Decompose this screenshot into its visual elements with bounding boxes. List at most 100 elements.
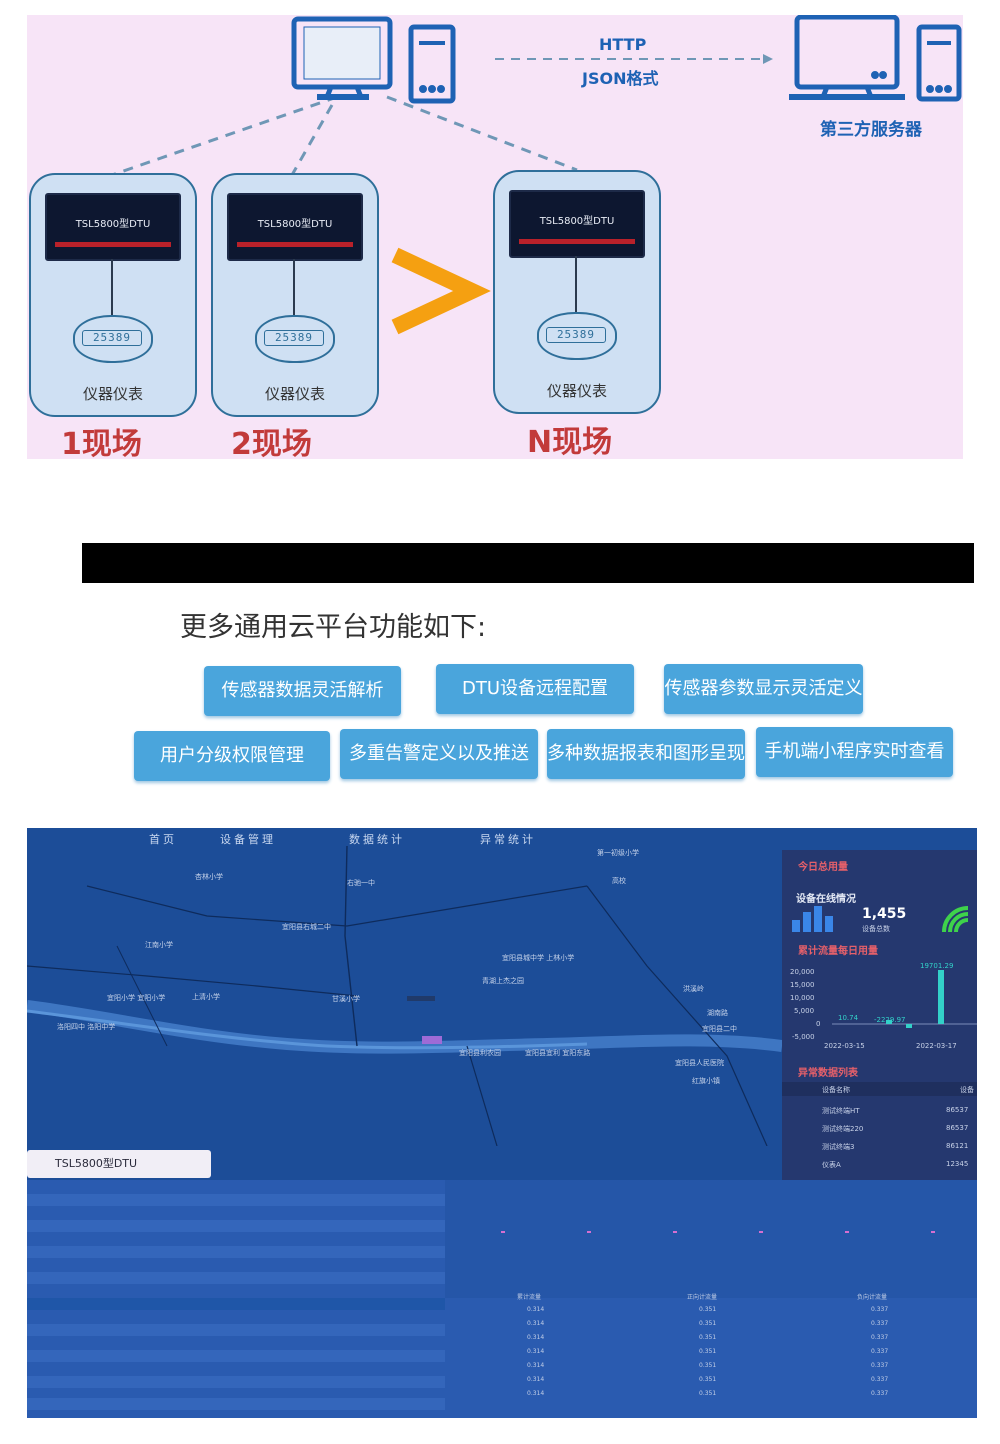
table-cell: 0.351 [699,1320,717,1327]
col-header: 负向计流量 [857,1294,888,1301]
dtu-device: TSL5800型DTU [45,193,181,261]
abnormal-list-title: 异常数据列表 [798,1068,858,1079]
col-header: 正向计流量 [687,1294,718,1301]
local-server-icon [408,24,456,104]
table-cell: 0.337 [871,1376,889,1383]
dtu-label: TSL5800型DTU [539,216,615,227]
table-cell: 86537 [946,1106,969,1114]
map-label: 宜阳小学 宜阳小学 [107,994,166,1002]
third-party-computer-icon [789,15,905,100]
map-label: 江南小学 [145,941,173,949]
table-cell: 0.314 [527,1320,545,1327]
redaction-bar [82,543,974,583]
date-start: 2022-03-15 [824,1042,865,1050]
link-site1 [111,95,338,177]
col-device-name: 设备名称 [822,1086,850,1094]
local-computer-icon [291,16,393,100]
table-cell: 0.314 [527,1306,545,1313]
table-cell: 0.351 [699,1362,717,1369]
map-label: 湖南路 [707,1009,728,1017]
table-cell: 0.337 [871,1334,889,1341]
map-label: 洛阳四中 洛阳中学 [57,1023,116,1031]
y-tick: 5,000 [794,1007,815,1015]
y-tick: 10,000 [790,994,815,1002]
bar-neg [906,1024,912,1028]
value-low: 10.74 [838,1014,859,1022]
map-label: 洪溪岭 [683,985,704,993]
map-marker [422,1036,442,1044]
meter-icon: 25389 [537,312,617,360]
table-cell: 0.337 [871,1362,889,1369]
third-party-server-label: 第三方服务器 [820,120,922,140]
dtu-device: TSL5800型DTU [227,193,363,261]
table-cell: 12345 [946,1160,969,1168]
wifi-icon [942,906,969,933]
site-label-2: 2现场 [231,427,312,462]
bar-chart-icon [792,906,833,932]
map-label: 第一初级小学 [597,849,639,857]
trend-chart [445,1180,977,1298]
table-cell: 0.337 [871,1306,889,1313]
nav-data-statistics[interactable]: 数据统计 [349,833,405,846]
table-row: 测试终端HT [822,1107,860,1115]
device-total: 1,455 [862,906,907,922]
map-label: 右驰一中 [347,879,375,887]
dtu-tab[interactable]: TSL5800型DTU [27,1150,211,1178]
architecture-diagram: HTTP JSON格式 第三方服务器 TSL5800型DTU 25389 仪器仪… [27,15,963,462]
site-box-2: TSL5800型DTU 25389 仪器仪表 [211,173,379,417]
meter-icon: 25389 [255,315,335,363]
dtu-terminal-strip [519,239,635,244]
stats-panel: 今日总用量 设备在线情况 1,455 设备总数 累计流量每日用量 20,000 … [782,850,977,1180]
dashboard-screenshot: 首页 设备管理 数据统计 异常统计 杏林小学 右驰一中 第一初级小学 高校 宜阳… [27,828,977,1418]
map-label: 宜阳县人民医院 [675,1059,724,1067]
col-device: 设备 [960,1086,974,1094]
third-party-server-icon [916,24,962,102]
map-label: 宜阳县宜利 宜阳东路 [525,1049,591,1057]
feature-param-display[interactable]: 传感器参数显示灵活定义 [664,664,863,714]
wire [293,259,295,315]
features-heading: 更多通用云平台功能如下: [180,612,487,643]
nav-device-management[interactable]: 设备管理 [220,833,276,846]
map-label: 高校 [612,877,626,885]
site-box-n: TSL5800型DTU 25389 仪器仪表 [493,170,661,414]
feature-user-permissions[interactable]: 用户分级权限管理 [134,731,330,781]
map-label: 宜阳县右城二中 [282,923,331,931]
wire [111,259,113,315]
map-label: 甘溪小学 [332,995,360,1003]
table-cell: 0.337 [871,1348,889,1355]
table-cell: 0.337 [871,1390,889,1397]
nav-home[interactable]: 首页 [149,833,177,846]
map-label: 宜阳县利农园 [459,1049,501,1057]
table-cell: 0.351 [699,1348,717,1355]
daily-usage-title: 累计流量每日用量 [798,946,878,957]
value-high: 19701.29 [920,962,954,970]
instrument-label: 仪器仪表 [264,385,325,403]
online-status-title: 设备在线情况 [796,894,856,905]
link-site2 [290,104,334,176]
table-row: 测试终端3 [822,1143,855,1151]
feature-reports[interactable]: 多种数据报表和图形呈现 [547,729,745,779]
daily-usage-chart [832,970,977,1028]
left-data-table [27,1180,445,1418]
table-cell: 0.351 [699,1306,717,1313]
y-tick: 20,000 [790,968,815,976]
table-row: 测试终端220 [822,1125,864,1133]
y-tick: 15,000 [790,981,815,989]
instrument-label: 仪器仪表 [82,385,143,403]
site-label-n: N现场 [527,425,613,460]
site-label-1: 1现场 [61,427,142,462]
link-siteN [386,95,578,172]
map-label: 杏林小学 [195,873,223,881]
table-cell: 0.314 [527,1390,545,1397]
meter-display: 25389 [264,330,324,346]
table-cell: 0.351 [699,1390,717,1397]
feature-mini-program[interactable]: 手机端小程序实时查看 [756,727,953,777]
feature-sensor-parsing[interactable]: 传感器数据灵活解析 [204,666,401,716]
json-label: JSON格式 [582,69,659,88]
feature-dtu-remote-config[interactable]: DTU设备远程配置 [436,664,634,714]
table-cell: 86121 [946,1142,969,1150]
nav-abnormal-statistics[interactable]: 异常统计 [480,833,536,846]
feature-alarms[interactable]: 多重告警定义以及推送 [340,729,538,779]
meter-display: 25389 [546,327,606,343]
table-cell: 0.314 [527,1376,545,1383]
